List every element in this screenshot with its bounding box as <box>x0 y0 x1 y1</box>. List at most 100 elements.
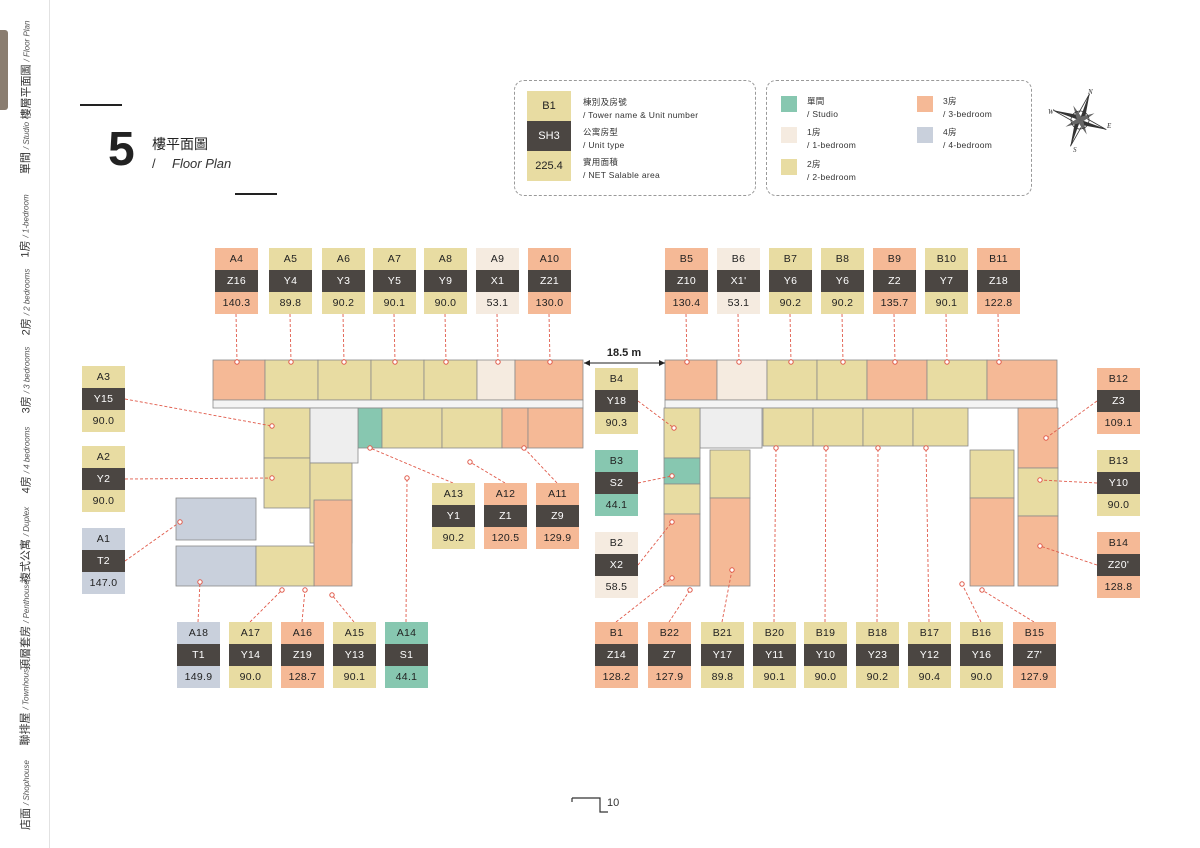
unit-marker-b11 <box>996 359 1002 365</box>
unit-marker-b7 <box>788 359 794 365</box>
legend-unit-types-box: 單間/ Studio 1房/ 1-bedroom 2房/ 2-bedroom 3… <box>766 80 1032 196</box>
sidebar-item-3[interactable]: 2房/ 2 bedrooms <box>20 268 33 336</box>
legend-desc-area: 實用面積 / NET Salable area <box>583 157 661 180</box>
plan-room-east-inner-1 <box>812 407 864 447</box>
unit-marker-a17 <box>279 587 285 593</box>
unit-number: B20 <box>753 622 796 644</box>
legend-swatch-2br <box>781 159 797 175</box>
plan-room-east-inner-2 <box>862 407 914 447</box>
unit-marker-a3 <box>269 423 275 429</box>
plan-room-east-right-2 <box>1017 515 1059 587</box>
sidebar-item-9[interactable]: 店面/ Shophouse <box>20 760 32 830</box>
sidebar-item-6[interactable]: 複式公寓/ Duplex <box>20 506 33 584</box>
unit-type: Y10 <box>1097 472 1140 494</box>
sidebar-item-7[interactable]: 頂層套房/ Penthouse <box>20 580 33 670</box>
plan-room-east-col-5 <box>709 497 751 587</box>
unit-number: B10 <box>925 248 968 270</box>
leader-line-b17 <box>925 447 930 623</box>
unit-number: A6 <box>322 248 365 270</box>
legend-sample-unit: B1 <box>527 91 571 121</box>
unit-type: Y14 <box>229 644 272 666</box>
sidebar-item-5[interactable]: 4房/ 4 bedrooms <box>20 426 33 494</box>
leader-line-b16 <box>961 583 982 623</box>
unit-marker-a11 <box>521 445 527 451</box>
unit-type: Y15 <box>82 388 125 410</box>
unit-area: 90.0 <box>82 490 125 512</box>
leader-line-b10 <box>945 313 948 363</box>
plan-room-west-top-6 <box>514 359 584 401</box>
leader-line-a5 <box>289 313 292 363</box>
unit-marker-a1 <box>177 519 183 525</box>
unit-marker-b2 <box>669 519 675 525</box>
sidebar-item-1[interactable]: 單間/ Studio <box>20 121 33 174</box>
unit-type: Y5 <box>373 270 416 292</box>
unit-area: 90.1 <box>373 292 416 314</box>
leader-line-a12 <box>469 461 506 484</box>
legend-sample-type: SH3 <box>527 121 571 151</box>
unit-area: 135.7 <box>873 292 916 314</box>
unit-number: B16 <box>960 622 1003 644</box>
leader-line-b14 <box>1039 545 1098 566</box>
unit-type: Y6 <box>769 270 812 292</box>
plan-room-east-col-1 <box>663 457 701 485</box>
unit-area: 147.0 <box>82 572 125 594</box>
unit-number: A9 <box>476 248 519 270</box>
sidebar-item-4[interactable]: 3房/ 3 bedrooms <box>20 346 33 414</box>
compass-rose-icon: N S E W <box>1048 88 1112 154</box>
plan-room-west-col-3 <box>313 499 353 587</box>
unit-number: B11 <box>977 248 1020 270</box>
unit-area: 140.3 <box>215 292 258 314</box>
floor-number: 5 <box>108 123 135 176</box>
unit-type: Y23 <box>856 644 899 666</box>
legend-swatch-1br <box>781 127 797 143</box>
sidebar-item-8[interactable]: 聯排屋/ Townhouse <box>20 664 33 746</box>
unit-type: Y3 <box>322 270 365 292</box>
unit-type: Z14 <box>595 644 638 666</box>
unit-marker-b12 <box>1043 435 1049 441</box>
sidebar-item-2[interactable]: 1房/ 1-bedroom <box>20 193 33 258</box>
sidebar-item-0[interactable]: 樓層平面圖/ Floor Plan <box>0 21 50 119</box>
unit-area: 128.7 <box>281 666 324 688</box>
unit-number: B2 <box>595 532 638 554</box>
